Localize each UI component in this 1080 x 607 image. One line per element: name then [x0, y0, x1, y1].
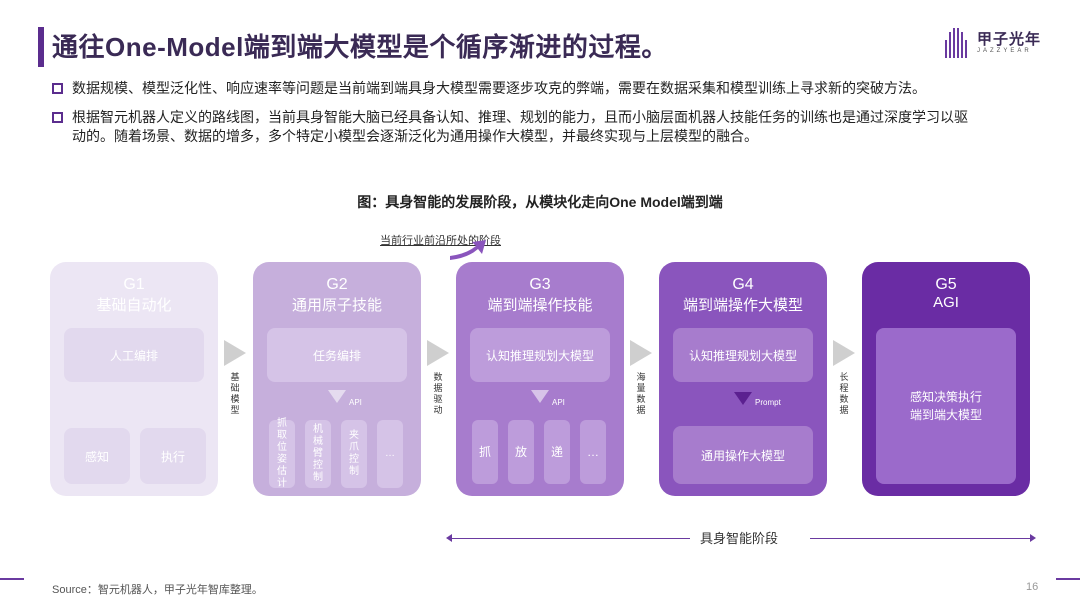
- stage-top-box: 人工编排: [64, 328, 204, 382]
- arrow-down-icon: [734, 392, 752, 405]
- skill-box-place: 放: [508, 420, 534, 484]
- logo-text-en: JAZZYEAR: [977, 48, 1032, 54]
- phase-line-right: [810, 538, 1030, 539]
- bullet-2: 根据智元机器人定义的路线图，当前具身智能大脑已经具备认知、推理、规划的能力，且而…: [52, 108, 1052, 148]
- bullet-1-text: 数据规模、模型泛化性、响应速率等问题是当前端到端具身大模型需要逐步攻克的弊端，需…: [72, 80, 926, 96]
- footer-accent-left: [0, 578, 24, 580]
- stage-id: G4: [732, 276, 754, 293]
- current-stage-arrow-icon: [450, 240, 486, 260]
- skill-box-handover: 递: [544, 420, 570, 484]
- bullet-square-icon: [52, 112, 63, 123]
- arrow-right-icon: [630, 340, 652, 366]
- stage-g4: G4 端到端操作大模型 认知推理规划大模型 Prompt 通用操作大模型: [659, 262, 827, 496]
- connector-label: 海量数据: [636, 372, 646, 415]
- skill-box-grasp: 抓: [472, 420, 498, 484]
- connector-3: 海量数据: [628, 340, 654, 416]
- current-stage-label: 当前行业前沿所处的阶段: [380, 235, 501, 247]
- source-note: Source：智元机器人，甲子光年智库整理。: [52, 584, 263, 596]
- company-logo: 甲子光年 JAZZYEAR: [945, 26, 1055, 62]
- stage-g5: G5 AGI 感知决策执行 端到端大模型: [862, 262, 1030, 496]
- page-number: 16: [1026, 581, 1039, 593]
- title-accent-bar: [38, 27, 44, 67]
- connector-label: 数据驱动: [433, 372, 443, 415]
- footer-accent-right: [1056, 578, 1080, 580]
- skill-box-more: …: [377, 420, 403, 488]
- bullet-2-text-line1: 根据智元机器人定义的路线图，当前具身智能大脑已经具备认知、推理、规划的能力，且而…: [72, 109, 968, 125]
- arrow-right-icon: [427, 340, 449, 366]
- arrow-down-icon: [328, 390, 346, 403]
- stage-bottom-box: 通用操作大模型: [673, 426, 813, 484]
- phase-line-left: [452, 538, 690, 539]
- stage-id: G2: [326, 276, 348, 293]
- prompt-label: Prompt: [755, 398, 781, 407]
- logo-text-cn: 甲子光年: [977, 31, 1042, 48]
- skill-box-gripper-control: 夹爪控制: [341, 420, 367, 488]
- stage-id: G3: [529, 276, 551, 293]
- stage-name: 端到端操作大模型: [682, 297, 803, 314]
- stage-main-box: 感知决策执行 端到端大模型: [876, 328, 1016, 484]
- phase-label: 具身智能阶段: [700, 531, 779, 546]
- stage-top-box: 认知推理规划大模型: [673, 328, 813, 382]
- api-label: API: [349, 398, 362, 407]
- stage-name: 端到端操作技能: [487, 297, 593, 314]
- stage-top-box: 认知推理规划大模型: [470, 328, 610, 382]
- phase-arrow-left-icon: [446, 534, 452, 542]
- stage-g2: G2 通用原子技能 任务编排 API 抓取位姿估计 机械臂控制 夹爪控制 …: [253, 262, 421, 496]
- api-label: API: [552, 398, 565, 407]
- arrow-right-icon: [833, 340, 855, 366]
- arrow-right-icon: [224, 340, 246, 366]
- logo-mark-icon: [945, 28, 971, 58]
- skill-box-grasp-pose: 抓取位姿估计: [269, 418, 295, 489]
- stage-g1: G1 基础自动化 人工编排 感知 执行: [50, 262, 218, 496]
- bullet-square-icon: [52, 83, 63, 94]
- arrow-down-icon: [531, 390, 549, 403]
- page-title: 通往One-Model端到端大模型是个循序渐进的过程。: [52, 32, 668, 62]
- phase-arrow-right-icon: [1030, 534, 1036, 542]
- stage-name: 通用原子技能: [291, 297, 382, 314]
- connector-label: 长程数据: [839, 372, 849, 415]
- stage-g3: G3 端到端操作技能 认知推理规划大模型 API 抓 放 递 …: [456, 262, 624, 496]
- skill-box-arm-control: 机械臂控制: [305, 420, 331, 488]
- connector-4: 长程数据: [831, 340, 857, 416]
- stage-name: 基础自动化: [96, 297, 172, 314]
- stage-top-box: 任务编排: [267, 328, 407, 382]
- connector-2: 数据驱动: [425, 340, 451, 416]
- stage-name: AGI: [933, 294, 959, 311]
- connector-1: 基础模型: [222, 340, 248, 416]
- skill-box-more: …: [580, 420, 606, 484]
- figure-title: 图：具身智能的发展阶段，从模块化走向One Model端到端: [357, 194, 723, 210]
- stage-id: G5: [935, 276, 957, 293]
- stage-box-execution: 执行: [140, 428, 206, 484]
- bullet-1: 数据规模、模型泛化性、响应速率等问题是当前端到端具身大模型需要逐步攻克的弊端，需…: [52, 79, 1052, 99]
- bullet-2-text-line2: 动的。随着场景、数据的增多，多个特定小模型会逐渐泛化为通用操作大模型，并最终实现…: [72, 128, 758, 144]
- stage-box-perception: 感知: [64, 428, 130, 484]
- stage-id: G1: [123, 276, 145, 293]
- connector-label: 基础模型: [230, 372, 240, 415]
